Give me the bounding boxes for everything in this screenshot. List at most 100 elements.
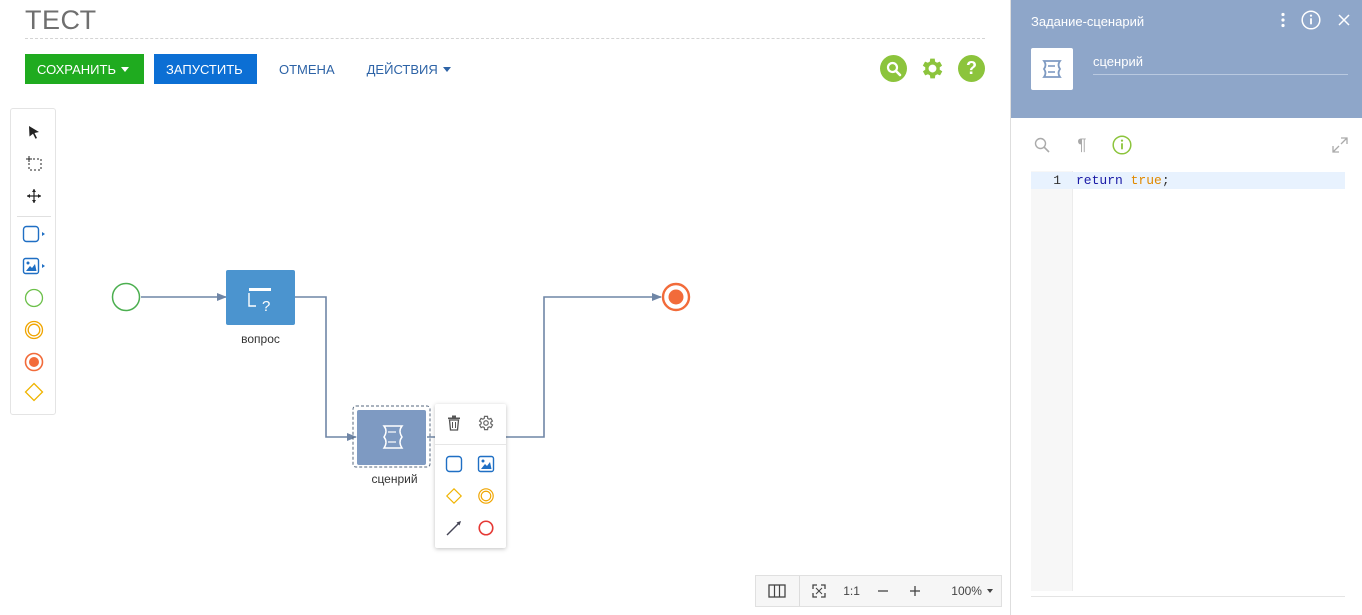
gateway-icon (445, 487, 463, 505)
close-panel-button[interactable] (1337, 13, 1351, 32)
expand-icon (1332, 137, 1348, 153)
user-task-node[interactable]: ? (226, 270, 295, 325)
task-icon (22, 225, 45, 243)
reset-zoom-button[interactable]: 1:1 (843, 584, 860, 598)
element-settings-button[interactable] (474, 411, 498, 435)
element-palette (10, 108, 56, 415)
settings-icon (478, 415, 494, 431)
top-right-tools: ? (880, 55, 985, 82)
palette-task[interactable] (11, 219, 57, 249)
search-icon (886, 61, 901, 76)
line-number: 1 (1053, 173, 1061, 188)
pilcrow-icon: ¶ (1077, 135, 1087, 154)
search-button[interactable] (880, 55, 907, 82)
help-button[interactable]: ? (958, 55, 985, 82)
code-keyword: return (1076, 173, 1123, 188)
close-icon (1338, 14, 1350, 26)
zoom-level-value: 100% (951, 584, 982, 598)
panel-header: Задание-сценарий сценрий (1011, 0, 1362, 118)
save-button-label: СОХРАНИТЬ (37, 61, 116, 77)
palette-pointer-tool[interactable] (11, 117, 57, 147)
show-formatting-button[interactable]: ¶ (1071, 134, 1093, 156)
script-task-icon (22, 257, 45, 275)
actions-button[interactable]: ДЕЙСТВИЯ (355, 54, 463, 84)
end-event-node[interactable] (661, 282, 691, 312)
zoom-level-select[interactable]: 100% (929, 576, 1001, 606)
actions-button-label: ДЕЙСТВИЯ (366, 61, 438, 77)
connect-icon (446, 521, 461, 536)
minimap-toggle[interactable] (756, 576, 799, 606)
title-divider (25, 38, 985, 39)
code-editor[interactable]: 1 return true; (1031, 171, 1345, 597)
question-icon: ? (966, 58, 977, 78)
connect-button[interactable] (442, 516, 466, 540)
sequence-flow[interactable] (295, 296, 357, 441)
settings-button[interactable] (919, 55, 946, 82)
delete-icon (448, 415, 460, 431)
script-task-node[interactable] (352, 405, 431, 468)
element-type-tile (1031, 48, 1073, 90)
more-menu-button[interactable] (1281, 12, 1285, 33)
minus-icon (878, 590, 889, 592)
user-task-icon: ? (248, 288, 271, 315)
pointer-icon (29, 126, 39, 139)
panel-title: Задание-сценарий (1031, 14, 1145, 29)
lasso-icon (26, 156, 42, 171)
code-terminator: ; (1161, 173, 1170, 188)
svg-text:?: ? (262, 298, 270, 315)
panel-header-actions (1281, 10, 1351, 35)
main-toolbar: СОХРАНИТЬ ЗАПУСТИТЬ ОТМЕНА ДЕЙСТВИЯ (25, 54, 463, 84)
append-intermediate-event-button[interactable] (474, 484, 498, 508)
zoom-bar: 1:1 100% (755, 575, 1002, 607)
save-button[interactable]: СОХРАНИТЬ (25, 54, 144, 84)
palette-end-event[interactable] (11, 347, 57, 377)
start-event-icon (24, 288, 44, 308)
context-pad (435, 404, 506, 548)
end-event-icon (24, 352, 44, 372)
zoom-in-button[interactable] (901, 576, 929, 606)
cancel-button[interactable]: ОТМЕНА (267, 54, 347, 84)
run-button[interactable]: ЗАПУСТИТЬ (154, 54, 257, 84)
expand-editor-button[interactable] (1329, 134, 1351, 156)
chevron-down-icon (986, 589, 993, 593)
palette-gateway[interactable] (11, 377, 57, 407)
editor-info-button[interactable] (1111, 134, 1133, 156)
kebab-menu-icon (1281, 12, 1285, 28)
editor-search-button[interactable] (1031, 134, 1053, 156)
line-number-gutter (1031, 171, 1073, 591)
zoom-bar-divider (798, 576, 800, 606)
info-icon (1112, 135, 1132, 155)
gateway-icon (24, 382, 44, 402)
append-end-event-button[interactable] (474, 516, 498, 540)
intermediate-event-icon (24, 320, 44, 340)
context-pad-divider (435, 444, 506, 445)
append-task-button[interactable] (442, 452, 466, 476)
zoom-out-button[interactable] (866, 576, 902, 606)
append-script-task-button[interactable] (474, 452, 498, 476)
start-event-node[interactable] (111, 282, 141, 312)
palette-script-task[interactable] (11, 251, 57, 281)
element-name-field[interactable]: сценрий (1093, 50, 1348, 75)
script-icon (1042, 60, 1062, 78)
append-gateway-button[interactable] (442, 484, 466, 508)
editor-toolbar: ¶ (1031, 134, 1351, 156)
palette-space-tool[interactable] (11, 181, 57, 211)
palette-start-event[interactable] (11, 283, 57, 313)
palette-intermediate-event[interactable] (11, 315, 57, 345)
code-line: return true; (1076, 173, 1170, 188)
map-icon (768, 584, 787, 598)
fit-to-screen-button[interactable] (800, 576, 838, 606)
palette-lasso-tool[interactable] (11, 149, 57, 179)
script-icon (382, 425, 404, 449)
palette-divider (17, 216, 51, 217)
chevron-down-icon (442, 66, 451, 72)
delete-element-button[interactable] (442, 411, 466, 435)
chevron-down-icon (120, 66, 129, 72)
diagram-svg: ? (111, 270, 691, 468)
gear-icon (922, 58, 943, 79)
info-button[interactable] (1301, 10, 1321, 35)
script-task-icon (477, 455, 495, 473)
search-icon (1034, 137, 1050, 153)
properties-panel: Задание-сценарий сценрий (1010, 0, 1362, 615)
page-title: ТЕСТ (25, 5, 97, 35)
